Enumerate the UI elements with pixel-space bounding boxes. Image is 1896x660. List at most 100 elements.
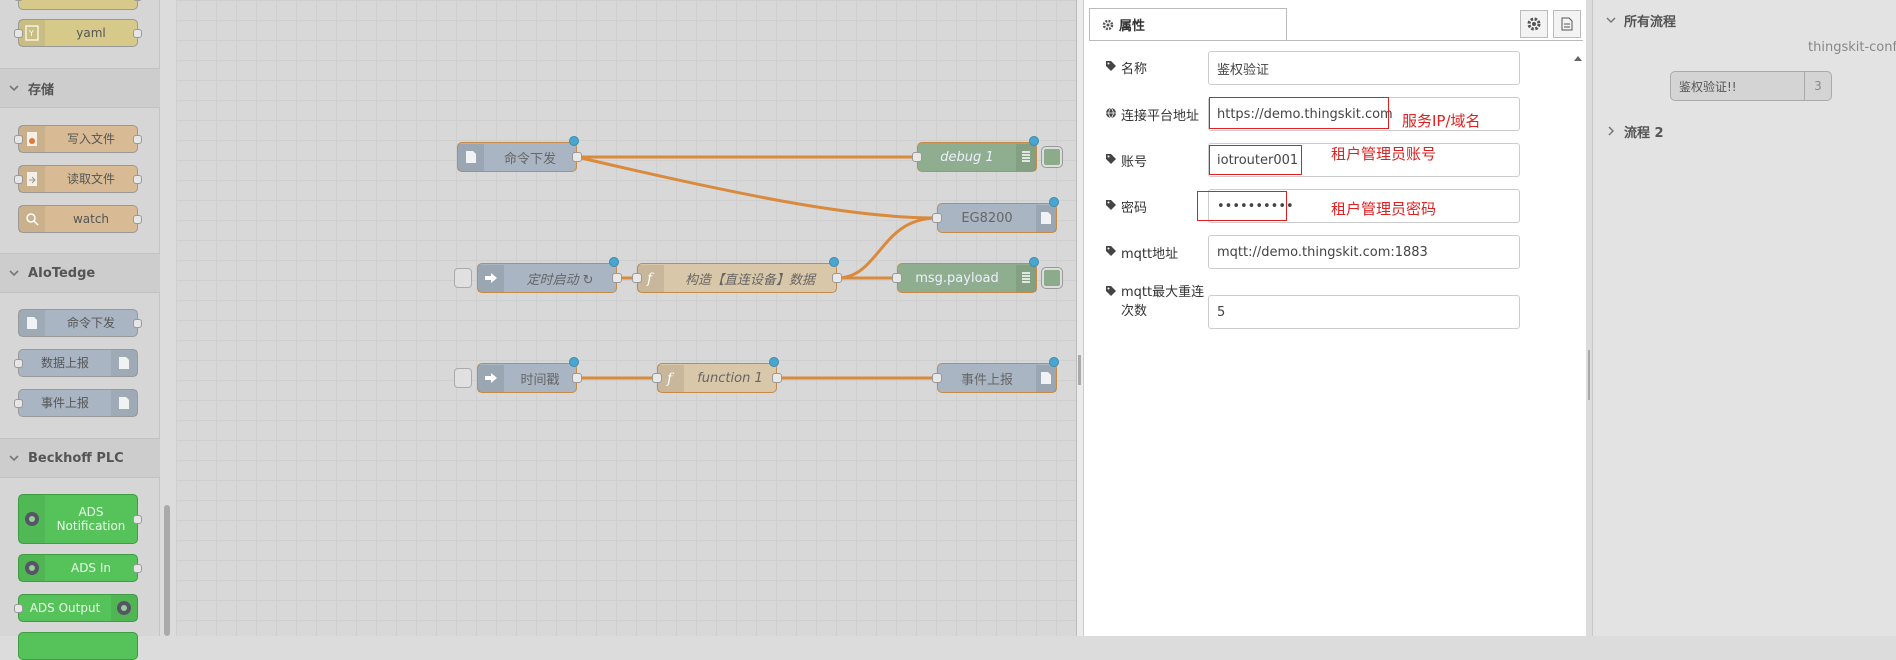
node-count-badge: 3 — [1804, 72, 1831, 100]
tag-icon — [1106, 61, 1116, 71]
output-port[interactable] — [572, 373, 582, 383]
chevron-down-icon — [1606, 17, 1616, 24]
input-port[interactable] — [892, 273, 902, 283]
category-label: AIoTedge — [28, 265, 96, 281]
output-port — [133, 29, 142, 38]
mqtt-address-input[interactable]: mqtt://demo.thingskit.com:1883 — [1208, 235, 1520, 269]
document-icon — [111, 390, 137, 416]
palette-node-write-file[interactable]: 写入文件 — [14, 125, 142, 153]
tag-icon — [1106, 246, 1116, 256]
palette-node-read-file[interactable]: 读取文件 — [14, 165, 142, 193]
input-port[interactable] — [932, 373, 942, 383]
flow-node-timer[interactable]: 定时启动 ↻ — [454, 257, 622, 293]
gear-icon — [1527, 17, 1541, 31]
chevron-down-icon — [9, 455, 19, 462]
palette-node-label: 命令下发 — [66, 316, 115, 330]
flow-node-function1[interactable]: f function 1 — [652, 357, 782, 393]
node-description-button[interactable] — [1553, 10, 1581, 38]
tree-all-flows[interactable]: 所有流程 — [1592, 0, 1896, 40]
palette-node-ads-output[interactable]: ADS Output — [14, 594, 138, 622]
password-input[interactable]: •••••••••• — [1208, 189, 1520, 223]
palette-node-partial[interactable] — [14, 0, 142, 10]
flow-node-event-report[interactable]: 事件上报 — [932, 357, 1059, 393]
platform-url-input[interactable]: https://demo.thingskit.com — [1208, 97, 1520, 131]
scroll-up-icon[interactable] — [1574, 50, 1582, 61]
field-label-url: 连接平台地址 — [1105, 105, 1199, 124]
svg-text:Y: Y — [28, 29, 34, 38]
palette-node-label: ADS In — [70, 561, 112, 575]
annotation-url: 服务IP/域名 — [1402, 112, 1481, 130]
node-settings-button[interactable] — [1520, 10, 1548, 38]
node-label: EG8200 — [961, 210, 1013, 226]
chevron-down-icon — [9, 85, 19, 92]
node-label: 事件上报 — [960, 372, 1013, 388]
function-icon: f — [638, 264, 664, 292]
debug-toggle-button[interactable] — [1041, 146, 1063, 168]
flow-workspace[interactable] — [176, 0, 1076, 636]
changed-indicator — [1029, 136, 1039, 146]
sidebar-splitter[interactable] — [1586, 0, 1592, 636]
output-port[interactable] — [572, 152, 582, 162]
highlight-box — [1209, 97, 1389, 129]
flow-node-command[interactable]: 命令下发 — [457, 136, 582, 172]
node-label: msg.payload — [915, 270, 999, 286]
name-input[interactable]: 鉴权验证 — [1208, 51, 1520, 85]
tag-icon — [1106, 154, 1116, 164]
tree-node-auth[interactable]: 鉴权验证!! 3 — [1670, 71, 1832, 101]
node-label: 时间戳 — [520, 372, 560, 388]
field-label-name: 名称 — [1105, 58, 1147, 77]
flow-node-debug1[interactable]: debug 1 — [912, 136, 1063, 172]
inject-button[interactable] — [454, 268, 472, 288]
node-label: debug 1 — [940, 149, 994, 165]
tab-properties[interactable]: 属性 — [1089, 8, 1287, 40]
palette-node-event-report[interactable]: 事件上报 — [14, 389, 138, 417]
splitter-handle[interactable] — [1588, 350, 1590, 400]
input-port[interactable] — [932, 213, 942, 223]
document-icon — [111, 350, 137, 376]
palette-node-label: 写入文件 — [66, 132, 115, 146]
flow-node-msg-payload[interactable]: msg.payload — [892, 257, 1063, 293]
config-node-label[interactable]: thingskit-confi — [1808, 40, 1896, 55]
output-port[interactable] — [832, 273, 842, 283]
flow-node-timestamp[interactable]: 时间戳 — [454, 357, 582, 393]
palette-node-watch[interactable]: watch — [18, 205, 142, 233]
flow-node-eg8200[interactable]: EG8200 — [932, 197, 1059, 233]
wire[interactable] — [576, 155, 938, 220]
category-beckhoff[interactable]: Beckhoff PLC — [0, 438, 160, 478]
retry-count-input[interactable]: 5 — [1208, 295, 1520, 329]
palette-node-yaml[interactable]: Y yaml — [14, 19, 142, 47]
tree-flow-2[interactable]: 流程 2 — [1592, 111, 1896, 151]
palette-scrollbar[interactable] — [164, 505, 170, 636]
document-icon — [1036, 204, 1056, 232]
input-port[interactable] — [912, 152, 922, 162]
palette-node-ads-in[interactable]: ADS In — [18, 554, 142, 582]
palette-node-command[interactable]: 命令下发 — [18, 309, 142, 337]
annotation-password: 租户管理员密码 — [1331, 200, 1437, 218]
category-label: Beckhoff PLC — [28, 450, 124, 466]
category-storage[interactable]: 存储 — [0, 68, 160, 108]
gear-globe-icon — [111, 595, 137, 621]
palette-node-ads-notification[interactable]: ADS Notification — [18, 494, 142, 544]
file-read-icon — [19, 166, 45, 192]
palette-node-data-report[interactable]: 数据上报 — [14, 349, 138, 377]
document-icon — [458, 143, 484, 171]
tray-resize-handle[interactable] — [1078, 355, 1081, 385]
inject-button[interactable] — [454, 368, 472, 388]
arrow-in-icon — [478, 364, 504, 392]
wire[interactable] — [836, 216, 938, 280]
input-port[interactable] — [632, 273, 642, 283]
output-port[interactable] — [612, 273, 622, 283]
node-palette: Y yaml 存储 写入文件 读取文件 watch AIoTedge 命令下发 … — [0, 0, 160, 660]
account-input[interactable]: iotrouter001 — [1208, 143, 1520, 177]
flow-node-build-data[interactable]: f 构造【直连设备】数据 — [632, 257, 842, 293]
highlight-box — [1197, 191, 1287, 221]
category-aiotedge[interactable]: AIoTedge — [0, 253, 160, 293]
output-port[interactable] — [772, 373, 782, 383]
svg-text:f: f — [646, 271, 655, 286]
magnifier-icon — [19, 206, 45, 232]
palette-node-partial[interactable] — [18, 632, 138, 660]
debug-toggle-button[interactable] — [1041, 267, 1063, 289]
function-icon: f — [658, 364, 684, 392]
input-port[interactable] — [652, 373, 662, 383]
file-write-icon — [19, 126, 45, 152]
